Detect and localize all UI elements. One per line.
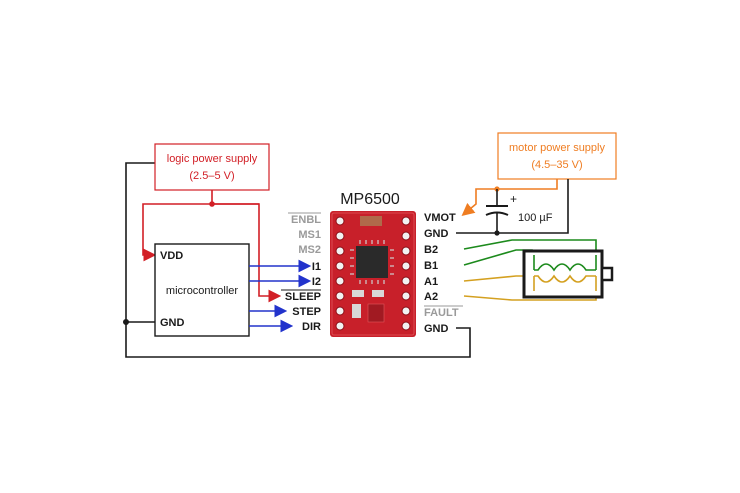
a1-wire <box>463 275 533 291</box>
pin-ms2: MS2 <box>298 244 321 256</box>
logic-power-supply-range: (2.5–5 V) <box>189 170 234 182</box>
microcontroller-label: microcontroller <box>166 285 238 297</box>
motor-power-wire <box>461 179 558 217</box>
motor-ground-wire <box>456 179 569 234</box>
pin-a1: A1 <box>424 276 438 288</box>
pin-dir: DIR <box>302 321 321 333</box>
bulk-capacitor <box>485 189 509 233</box>
motor-power-supply-range: (4.5–35 V) <box>531 159 582 171</box>
coil-b <box>533 255 596 272</box>
motor-power-supply-box <box>497 132 617 180</box>
ground-wire <box>125 162 471 358</box>
pin-i1: I1 <box>312 261 321 273</box>
board-component-4 <box>367 303 385 323</box>
pin-vmot: VMOT <box>424 212 456 224</box>
microcontroller-box <box>154 243 250 337</box>
pin-i2: I2 <box>312 276 321 288</box>
capacitor-value: 100 µF <box>518 212 553 224</box>
logic-power-wire-vdd <box>142 190 213 262</box>
pin-enbl: ENBL <box>291 214 321 226</box>
pin-gnd-top: GND <box>424 228 449 240</box>
b2-wire <box>463 239 597 255</box>
pin-fault: FAULT <box>424 307 459 319</box>
board-component-3 <box>352 304 361 318</box>
pin-sleep: SLEEP <box>285 291 321 303</box>
logic-power-supply-box <box>154 143 270 191</box>
pin-step: STEP <box>292 306 321 318</box>
capacitor-polarity: + <box>510 192 517 206</box>
microcontroller-gnd-label: GND <box>160 317 185 329</box>
motor-power-supply-label: motor power supply <box>509 142 605 154</box>
pin-b2: B2 <box>424 244 438 256</box>
microcontroller-vdd-label: VDD <box>160 250 183 262</box>
board-resistor-2 <box>372 290 384 297</box>
board-resistor-1 <box>352 290 364 297</box>
b1-wire <box>463 249 533 266</box>
pin-ms1: MS1 <box>298 229 321 241</box>
right-header-holes <box>401 216 411 331</box>
pin-gnd-bottom: GND <box>424 323 449 335</box>
coil-a <box>534 274 596 283</box>
left-header-holes <box>335 216 345 331</box>
ground-junction <box>123 319 129 325</box>
board-capacitor <box>360 216 382 226</box>
driver-chip <box>356 246 388 278</box>
stepper-motor <box>522 249 614 299</box>
mp6500-board <box>330 211 416 337</box>
board-title: MP6500 <box>340 191 400 208</box>
pin-a2: A2 <box>424 291 438 303</box>
pin-b1: B1 <box>424 260 438 272</box>
logic-power-supply-label: logic power supply <box>167 153 258 165</box>
